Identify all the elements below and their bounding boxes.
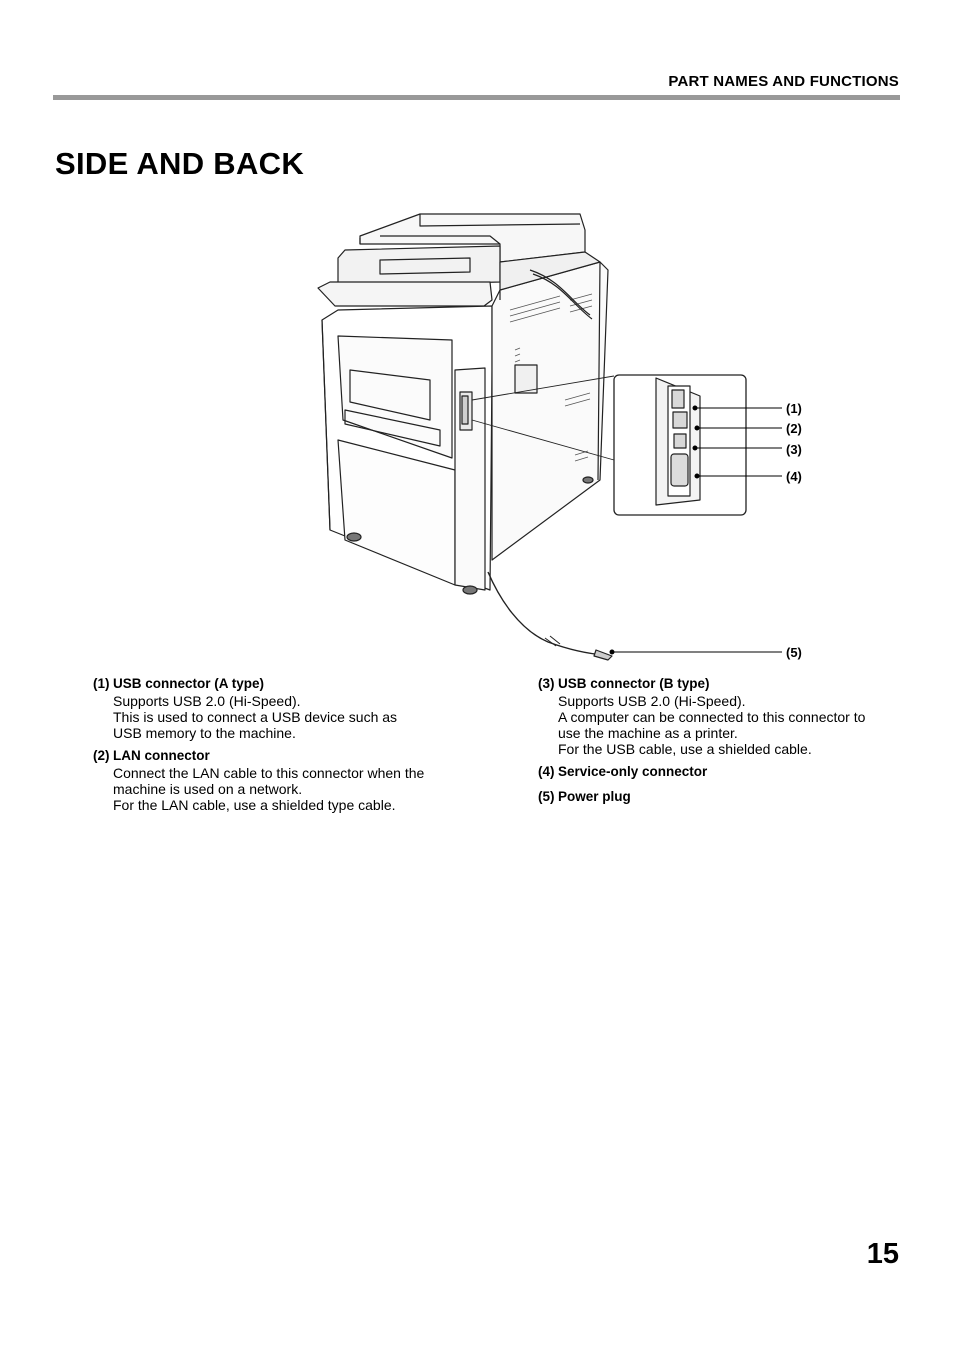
item-number: (1) (93, 676, 110, 691)
description-column-left: (1) USB connector (A type) Supports USB … (93, 675, 453, 819)
item-line: Supports USB 2.0 (Hi-Speed). (113, 693, 301, 709)
item-title: USB connector (A type) (113, 676, 265, 691)
item-body: Connect the LAN cable to this connector … (113, 765, 453, 813)
item-line: For the USB cable, use a shielded cable. (558, 741, 812, 757)
description-column-right: (3) USB connector (B type) Supports USB … (538, 675, 898, 811)
callout-1: (1) (786, 401, 802, 416)
item-line: A computer can be connected to this conn… (558, 709, 866, 725)
header-rule (53, 95, 900, 100)
item-usb-a: (1) USB connector (A type) Supports USB … (93, 675, 453, 741)
callout-2: (2) (786, 421, 802, 436)
item-line: For the LAN cable, use a shielded type c… (113, 797, 396, 813)
item-number: (4) (538, 764, 555, 779)
page-title: SIDE AND BACK (55, 146, 305, 181)
machine-illustration (317, 213, 782, 661)
item-lan: (2) LAN connector Connect the LAN cable … (93, 747, 453, 813)
item-line: use the machine as a printer. (558, 725, 738, 741)
item-number: (3) (538, 676, 555, 691)
item-title: USB connector (B type) (558, 676, 710, 691)
item-line: Supports USB 2.0 (Hi-Speed). (558, 693, 746, 709)
item-usb-b: (3) USB connector (B type) Supports USB … (538, 675, 898, 757)
page-number: 15 (866, 1238, 899, 1270)
callout-5: (5) (786, 645, 802, 660)
item-line: machine is used on a network. (113, 781, 303, 797)
item-line: Connect the LAN cable to this connector … (113, 765, 425, 781)
item-power-plug: (5) Power plug (538, 788, 898, 805)
item-service-connector: (4) Service-only connector (538, 763, 898, 780)
item-title: Power plug (558, 789, 631, 804)
item-number: (2) (93, 748, 110, 763)
item-body: Supports USB 2.0 (Hi-Speed). This is use… (113, 693, 453, 741)
running-header: PART NAMES AND FUNCTIONS (668, 73, 899, 90)
item-body: Supports USB 2.0 (Hi-Speed). A computer … (558, 693, 898, 757)
item-title: Service-only connector (558, 764, 708, 779)
item-line: This is used to connect a USB device suc… (113, 709, 398, 725)
item-line: USB memory to the machine. (113, 725, 296, 741)
callout-4: (4) (786, 469, 802, 484)
item-title: LAN connector (113, 748, 210, 763)
item-number: (5) (538, 789, 555, 804)
callout-3: (3) (786, 442, 802, 457)
